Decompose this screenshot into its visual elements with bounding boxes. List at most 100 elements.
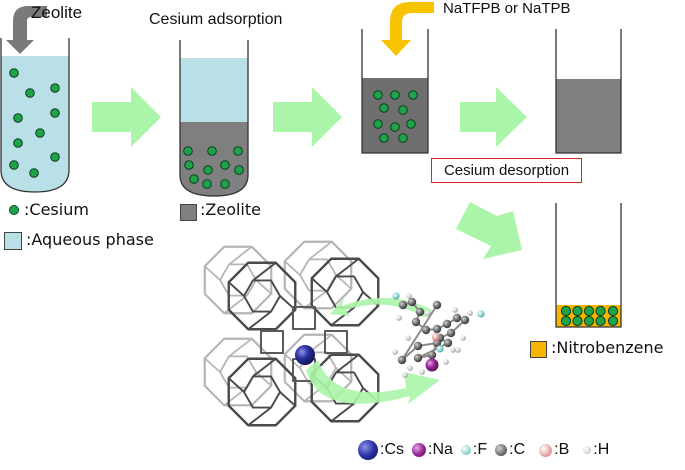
cesium-dot (390, 122, 400, 132)
adsorption-label: Cesium adsorption (149, 11, 283, 28)
cesium-dot (373, 90, 383, 100)
cesium-dot (408, 90, 418, 100)
carbon-atom (427, 350, 437, 360)
tube-desorption (361, 29, 429, 154)
zeolite-bond (228, 246, 253, 266)
hydrogen-atom (402, 372, 408, 378)
carbon-atom (432, 324, 442, 334)
atom-legend: :Cs :Na :F :C :B :H (358, 440, 617, 460)
zeolite-bond (255, 371, 272, 387)
cesium-dot (572, 305, 583, 317)
desorption-label: Cesium desorption (443, 162, 570, 179)
zeolite-bond (228, 377, 245, 393)
cesium-dot (220, 179, 230, 189)
carbon-atom (443, 338, 453, 348)
cesium-dot (398, 133, 408, 143)
cesium-dot (572, 315, 583, 327)
c-atom-label: :C (509, 441, 526, 458)
carbon-atom (452, 313, 462, 323)
cesium-dot (50, 152, 60, 162)
hydrogen-atom (392, 349, 398, 355)
cesium-dot (9, 160, 19, 170)
tube-adsorption (179, 40, 249, 197)
zeolite-bond (279, 391, 296, 407)
tube-initial (0, 38, 70, 193)
hydrogen-atom (455, 347, 461, 353)
carbon-atom (413, 353, 423, 363)
zeolite-cage-face (219, 355, 257, 389)
c-atom-icon (495, 444, 508, 456)
hydrogen-atom (396, 315, 402, 321)
cesium-dot (189, 174, 199, 184)
carbon-atom (398, 300, 408, 310)
cesium-dot (183, 146, 193, 156)
f-atom-icon (460, 445, 471, 455)
cesium-dot (595, 315, 606, 327)
hydrogen-atom (467, 310, 473, 316)
cesium-dot (583, 315, 595, 327)
cesium-dot (583, 305, 595, 317)
fluorine-atom (436, 345, 444, 353)
zeolite-cage-face (243, 375, 281, 409)
atom-legend-h: :H (577, 441, 609, 459)
cesium-dot (560, 305, 572, 317)
na-atom-label: :Na (428, 441, 453, 458)
carbon-atom (460, 315, 470, 325)
exchange-arrow-lower (306, 360, 440, 404)
cesium-dot (13, 113, 23, 123)
h-atom-icon (583, 446, 592, 454)
fluorine-atom (477, 310, 485, 318)
carbon-atom (446, 328, 456, 338)
cesium-legend-label: :Cesium (24, 200, 89, 219)
atom-legend-cs: :Cs (358, 440, 404, 460)
atom-legend-f: :F (460, 441, 487, 459)
cesium-dot (202, 179, 212, 189)
zeolite-bond (204, 357, 221, 373)
zeolite-bond (228, 338, 253, 358)
carbon-atom (411, 317, 421, 327)
cesium-legend-swatch (9, 205, 19, 215)
hydrogen-atom (406, 293, 412, 299)
cesium-dot (25, 88, 35, 98)
cs-atom-icon (358, 440, 378, 460)
hydrogen-atom (425, 310, 431, 316)
zeolite-double-ring (292, 306, 316, 330)
hydrogen-atom (407, 365, 413, 371)
cesium-dot (29, 168, 39, 178)
process-arrow-1 (92, 87, 161, 147)
cesium-dot (398, 105, 408, 115)
cesium-dot (379, 103, 389, 113)
cesium-dot (560, 315, 572, 327)
atom-legend-b: :B (533, 441, 569, 459)
zeolite-double-ring (324, 330, 348, 354)
cesium-dot (379, 133, 389, 143)
b-atom-icon (539, 443, 553, 457)
b-atom-label: :B (554, 441, 570, 458)
carbon-atom (413, 341, 423, 351)
zeolite-double-ring (260, 330, 284, 354)
cesium-dot (13, 138, 23, 148)
hydrogen-atom (450, 347, 456, 353)
desorption-label-box: Cesium desorption (431, 158, 582, 183)
cesium-dot (9, 68, 19, 78)
cesium-dot (203, 165, 213, 175)
cesium-dot (595, 305, 606, 317)
carbon-atom (397, 355, 407, 365)
zeolite-legend-swatch (180, 204, 197, 221)
aqueous-legend-label: :Aqueous phase (26, 230, 154, 249)
nitrobenzene-legend-label: :Nitrobenzene (551, 338, 664, 357)
zeolite-label: Zeolite (31, 3, 83, 22)
cesium-dot (35, 128, 45, 138)
zeolite-bond (204, 265, 221, 281)
atom-legend-na: :Na (412, 441, 453, 459)
cesium-dot (50, 108, 60, 118)
cesium-atom-model (295, 345, 315, 365)
cesium-dot (207, 146, 217, 156)
cesium-dot (233, 146, 243, 156)
boron-atom (431, 332, 441, 342)
zeolite-framework-model (203, 240, 380, 427)
atom-legend-c: :C (495, 441, 525, 459)
hydrogen-atom (419, 369, 425, 375)
nitrobenzene-legend-swatch (530, 341, 547, 358)
